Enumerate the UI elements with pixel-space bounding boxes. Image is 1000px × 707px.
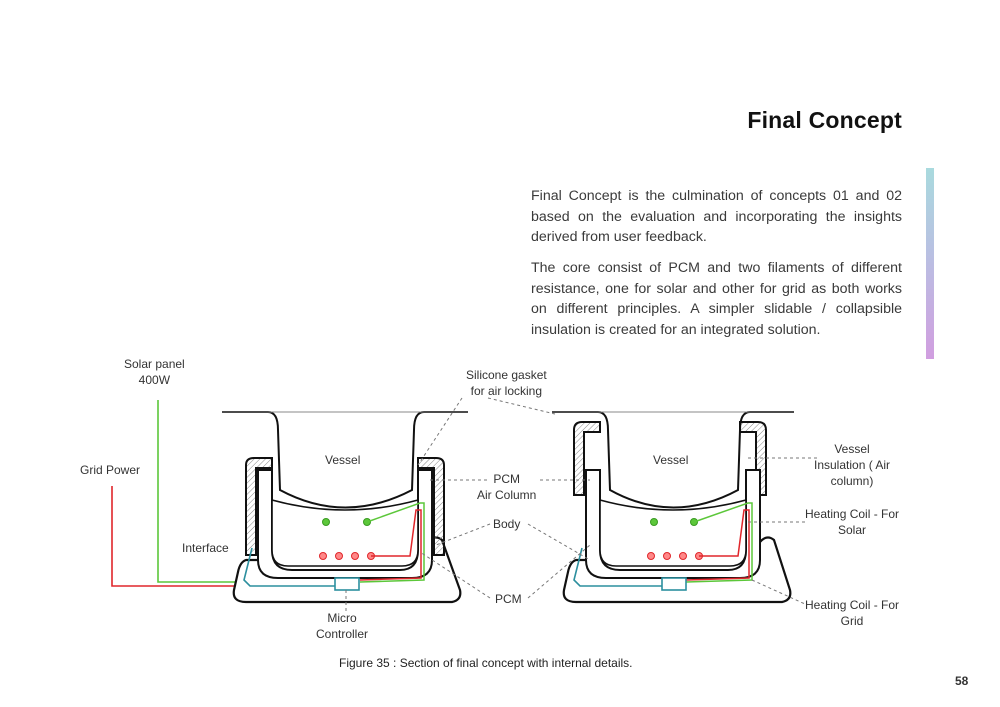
label-vessel-right: Vessel: [653, 453, 689, 467]
grid-coil: [663, 552, 671, 560]
label-heating-coil-solar: Heating Coil - For Solar: [805, 506, 899, 538]
solar-coil: [322, 518, 330, 526]
label-grid-power: Grid Power: [80, 463, 141, 477]
label-micro-controller: Micro Controller: [316, 610, 368, 642]
grid-coil: [335, 552, 343, 560]
figure-caption: Figure 35 : Section of final concept wit…: [339, 656, 633, 670]
grid-coil: [319, 552, 327, 560]
grid-coil: [679, 552, 687, 560]
label-text: PCM: [493, 472, 521, 486]
grid-coil: [647, 552, 655, 560]
micro-controller: [661, 577, 687, 591]
label-silicone-gasket: Silicone gasket for air locking: [466, 367, 547, 399]
label-body: Body: [493, 517, 521, 531]
label-text: Air Column: [477, 488, 537, 502]
label-text: Solar: [838, 523, 867, 537]
outer-body: [585, 469, 761, 579]
label-pcm-air-column: PCM Air Column: [477, 471, 536, 503]
label-vessel-insulation: Vessel Insulation ( Air column): [814, 441, 890, 489]
grid-wire: [111, 486, 240, 587]
label-pcm: PCM: [495, 592, 522, 606]
label-text: Insulation ( Air: [814, 458, 891, 472]
intro-paragraph: Final Concept is the culmination of conc…: [531, 188, 902, 246]
insulation-left: [573, 421, 601, 496]
label-interface: Interface: [182, 541, 229, 555]
label-text: column): [830, 474, 874, 488]
label-solar-panel: Solar panel 400W: [124, 356, 185, 388]
label-text: Solar panel: [124, 357, 185, 371]
label-heating-coil-grid: Heating Coil - For Grid: [805, 597, 899, 629]
accent-gradient-bar: [926, 168, 934, 359]
grid-coil: [351, 552, 359, 560]
label-text: Controller: [316, 627, 369, 641]
solar-coil: [650, 518, 658, 526]
label-vessel-left: Vessel: [325, 453, 361, 467]
micro-controller: [334, 577, 360, 591]
label-text: for air locking: [470, 384, 543, 398]
solar-wire: [157, 400, 240, 583]
label-text: 400W: [138, 373, 171, 387]
insulation-right: [417, 457, 445, 556]
insulation-left: [245, 457, 273, 556]
vessel: [222, 411, 468, 509]
vessel: [552, 411, 794, 509]
core-paragraph: The core consist of PCM and two filament…: [531, 260, 902, 338]
label-text: Silicone gasket: [466, 368, 547, 382]
page-title: Final Concept: [747, 107, 902, 133]
label-text: Micro: [327, 611, 357, 625]
label-text: Vessel: [834, 442, 870, 456]
right-section-unit: [552, 411, 794, 604]
outer-body: [257, 469, 433, 579]
label-text: Grid: [840, 614, 864, 628]
leader-lines: [345, 397, 818, 614]
page-number: 58: [955, 674, 969, 688]
left-section-unit: [111, 400, 468, 604]
label-text: Heating Coil - For: [805, 507, 900, 521]
label-text: Heating Coil - For: [805, 598, 900, 612]
